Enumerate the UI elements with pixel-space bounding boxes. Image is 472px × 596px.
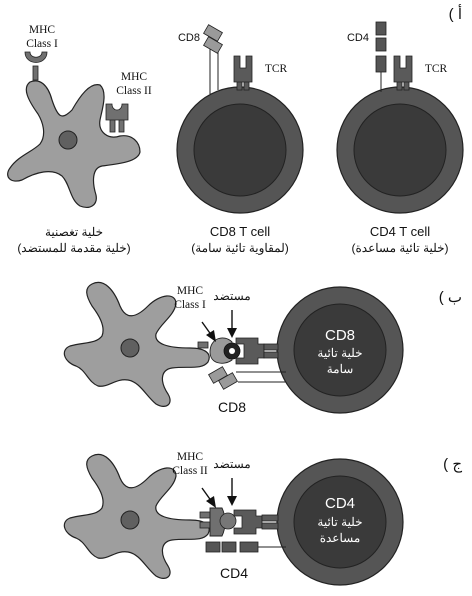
t-cell-c-inner (293, 475, 387, 569)
mhc2-tcr-complex (199, 507, 279, 537)
mhc-class-2-label-c-line2: Class II (172, 465, 208, 477)
mhc-class-1-label-b-line1: MHC (177, 285, 204, 297)
mhc-class-1-label-line1: MHC (29, 24, 56, 36)
mhc-class-2-label-line1: MHC (121, 71, 148, 83)
cd4-t-cell-a: CD4 TCR (336, 21, 464, 214)
mhc-class-2-label-line2: Class II (116, 85, 152, 97)
tcr-label-cd8: TCR (265, 63, 288, 75)
t-cell-b-inner (293, 303, 387, 397)
dendritic-c-nucleus (120, 510, 140, 530)
dendritic-cell-b (63, 281, 210, 407)
dendritic-caption-line1: خلية تغصنية (45, 225, 103, 239)
cd4-cell-inner (353, 103, 447, 197)
cd4-label-c: CD4 (220, 565, 248, 581)
t-cell-c-text-2: خلية تائية (317, 515, 362, 529)
dendritic-cell-c (63, 453, 210, 579)
dendritic-cell-a (7, 51, 141, 208)
mhc-class-1-label-line2: Class I (26, 38, 58, 50)
cd4-coreceptor (375, 21, 387, 92)
cd4-caption-line1: CD4 T cell (370, 224, 430, 239)
cd8-t-cell-a: CD8 TCR (176, 24, 304, 214)
t-cell-c-text-3: مساعدة (320, 531, 361, 545)
t-cell-c-text-1: CD4 (325, 495, 355, 512)
antigen-c (219, 512, 237, 530)
mhc-class-2-label-c-line1: MHC (177, 451, 204, 463)
mhc-class-1-marker (24, 51, 48, 81)
arrows-c (201, 478, 237, 508)
t-cell-b (276, 286, 404, 414)
dendritic-nucleus (58, 130, 78, 150)
cd4-marker-label: CD4 (347, 32, 369, 44)
t-cell-b-text-1: CD8 (325, 327, 355, 344)
panel-b-label: ( ب (439, 289, 462, 306)
dendritic-caption-line2: (خلية مقدمة للمستضد) (17, 241, 130, 255)
cd4-caption-line2: (خلية تائية مساعدة) (351, 241, 448, 255)
panel-a: ( أ MHC Class I MHC Class II خلية تغصنية… (7, 4, 464, 255)
cd8-cell-inner (193, 103, 287, 197)
arrows-b (201, 310, 237, 342)
t-cell-c (276, 458, 404, 586)
panel-a-label: ( أ (449, 4, 462, 23)
cd4-coreceptor-c (205, 541, 286, 553)
cd8-caption-line2: (لمقاوية تائية سامة) (191, 241, 289, 255)
panel-c-label: ( ج (443, 456, 462, 473)
cd8-label-b: CD8 (218, 399, 246, 415)
panel-b: ( ب (63, 281, 462, 415)
mhc1-tcr-complex (197, 337, 279, 365)
tcr-receptor-cd4 (393, 55, 413, 91)
mhc-class-2-marker (105, 103, 129, 133)
t-cell-b-text-3: سامة (327, 362, 354, 376)
tcr-receptor-cd8 (233, 55, 253, 91)
panel-c: ( ج (63, 451, 462, 586)
cd8-coreceptor-b (208, 366, 286, 390)
cd8-coreceptor (203, 24, 223, 94)
t-cell-b-text-2: خلية تائية (317, 346, 362, 360)
antigen-label-b: مستضد (213, 289, 250, 303)
tcr-label-cd4: TCR (425, 63, 448, 75)
dendritic-b-nucleus (120, 338, 140, 358)
mhc-class-1-label-b-line2: Class I (174, 299, 206, 311)
cd8-caption-line1: CD8 T cell (210, 224, 270, 239)
antigen-label-c: مستضد (213, 457, 250, 471)
cd8-marker-label: CD8 (178, 32, 200, 44)
